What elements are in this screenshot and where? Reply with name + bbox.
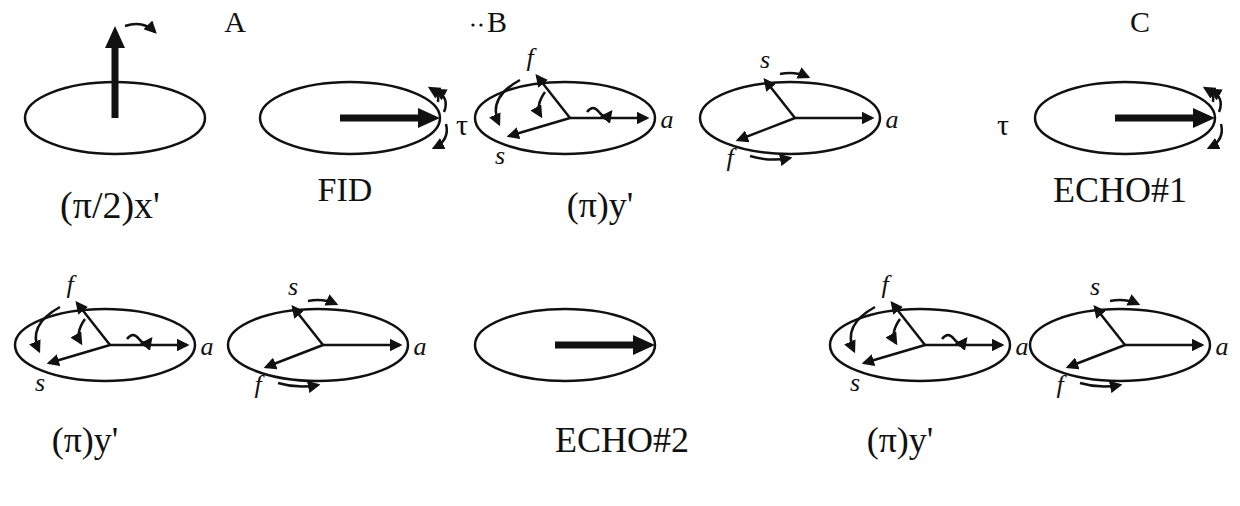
vector-label: s: [288, 274, 298, 300]
vector-label: s: [1090, 274, 1100, 300]
panel-letter: B: [487, 7, 507, 37]
dot: [479, 23, 482, 26]
vector-label: a: [886, 107, 899, 133]
delay-label: τ: [997, 110, 1009, 140]
vector-label: s: [850, 370, 860, 396]
panel-letter: C: [1130, 7, 1150, 37]
pulse-label: (π)y': [567, 187, 634, 223]
panel-letter: A: [224, 7, 246, 37]
signal-label: FID: [318, 173, 373, 207]
vector-label: f: [881, 272, 888, 298]
delay-label: τ: [456, 110, 468, 140]
vector-label: a: [1216, 334, 1229, 360]
vector-label: a: [1016, 334, 1029, 360]
signal-label: ECHO#1: [1053, 172, 1187, 208]
pulse-label: (π)y': [867, 422, 934, 458]
vector-label: f: [526, 45, 533, 71]
vector-label: f: [1056, 372, 1063, 398]
echo-magnetization: [475, 309, 655, 381]
tipped-magnetization: [25, 24, 205, 154]
pulse-label: (π/2)x': [60, 186, 160, 224]
vector-label: s: [495, 143, 505, 169]
vector-label: s: [760, 47, 770, 73]
fid-magnetization: [260, 82, 447, 154]
pulse-label: (π)y': [52, 422, 119, 458]
vector-label: a: [661, 107, 674, 133]
vector-label: a: [201, 334, 214, 360]
dot: [471, 23, 474, 26]
echo-magnetization: [1035, 82, 1222, 154]
vector-label: f: [254, 372, 261, 398]
vector-label: f: [66, 272, 73, 298]
vector-label: f: [726, 145, 733, 171]
vector-label: s: [35, 370, 45, 396]
signal-label: ECHO#2: [555, 422, 689, 458]
vector-label: a: [414, 334, 427, 360]
